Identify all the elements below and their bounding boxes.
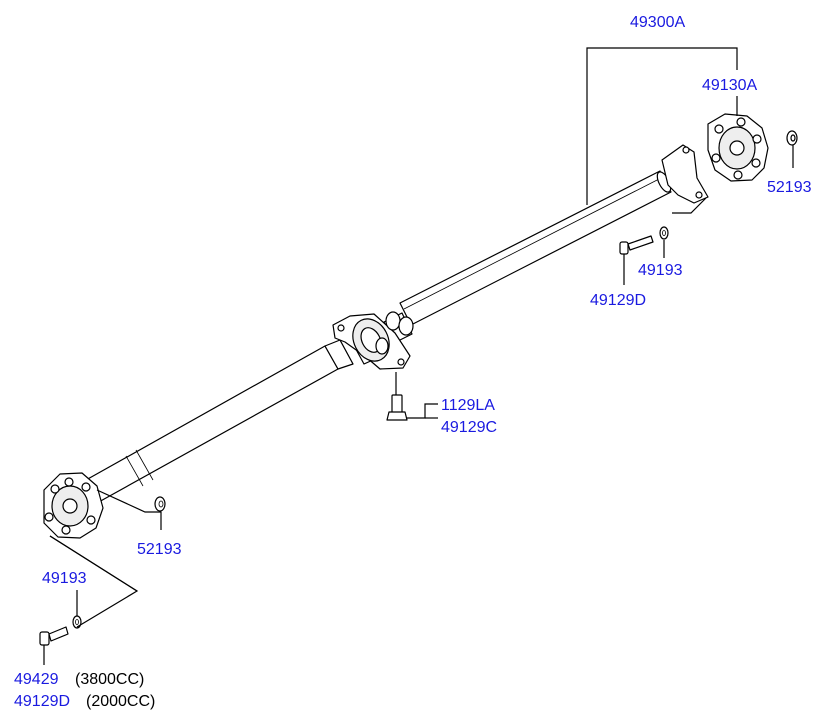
rear-flexible-coupling xyxy=(707,113,769,182)
label-1129LA[interactable]: 1129LA xyxy=(441,397,495,414)
nut-52193-front xyxy=(154,496,166,512)
label-49130A[interactable]: 49130A xyxy=(702,77,757,94)
label-49429[interactable]: 49429 xyxy=(14,671,59,688)
label-49193-front[interactable]: 49193 xyxy=(42,570,87,587)
label-52193-front[interactable]: 52193 xyxy=(137,541,182,558)
label-49129D-front[interactable]: 49129D xyxy=(14,693,70,710)
note-3800cc: (3800CC) xyxy=(75,671,144,688)
note-2000cc: (2000CC) xyxy=(86,693,155,710)
bolt-49429 xyxy=(39,626,69,646)
front-shaft-tube xyxy=(85,345,339,504)
label-52193-rear[interactable]: 52193 xyxy=(767,179,812,196)
washer-49193-front xyxy=(72,615,82,629)
propeller-shaft-assembly xyxy=(43,144,709,539)
front-flexible-coupling xyxy=(43,472,104,539)
bolt-49129D-rear xyxy=(619,235,654,255)
leader-lines xyxy=(43,47,794,665)
label-49129C[interactable]: 49129C xyxy=(441,419,497,436)
label-49300A[interactable]: 49300A xyxy=(630,14,685,31)
universal-joint xyxy=(375,311,414,355)
nut-52193-rear xyxy=(786,130,798,146)
bolt-1129LA xyxy=(386,394,408,421)
washer-49193-rear xyxy=(659,226,669,240)
label-49129D-rear[interactable]: 49129D xyxy=(590,292,646,309)
label-49193-rear[interactable]: 49193 xyxy=(638,262,683,279)
